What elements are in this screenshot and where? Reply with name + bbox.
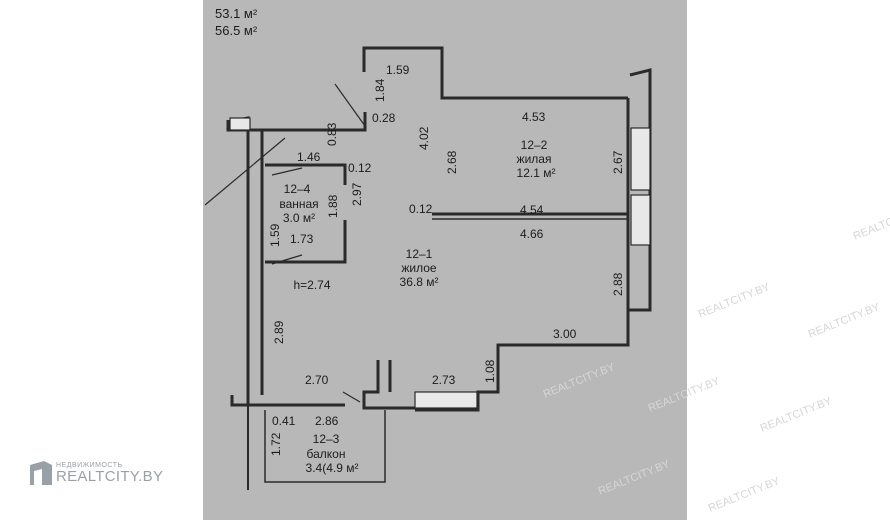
room-12-3-number: 12–3 [313,432,340,446]
wall-bottom-left [230,395,345,407]
room-12-1-number: 12–1 [406,247,433,261]
window-bottom [414,391,478,409]
dim-0-28: 0.28 [372,111,396,125]
room-12-4-type: ванная [279,197,318,211]
dim-4-02: 4.02 [417,126,431,150]
dim-0-12-a: 0.12 [348,161,372,175]
dim-1-59-top: 1.59 [386,63,410,77]
room-12-1-type: жилое [401,261,437,275]
watermark-text: REALTCITY.BY [852,203,890,243]
area-total: 56.5 м² [215,23,258,38]
dim-3-00: 3.00 [553,327,577,341]
dim-4-53: 4.53 [522,110,546,124]
window-top-left [229,117,251,131]
wall-balcony [264,410,386,483]
watermark-text: REALTCITY.BY [597,458,673,498]
dim-2-89: 2.89 [272,320,286,344]
door-swing-bath2 [271,254,303,265]
dim-1-84: 1.84 [373,78,387,102]
door-swings [204,83,366,403]
wall-bath-right [265,220,347,264]
dim-2-73: 2.73 [432,373,456,387]
dim-2-88: 2.88 [611,272,625,296]
dim-1-59-side: 1.59 [268,223,282,247]
dim-1-08: 1.08 [483,359,497,383]
room-12-2-type: жилая [517,152,552,166]
wall-top-left [262,112,367,132]
room-12-3-area: 3.4(4.9 м² [306,461,359,475]
logo-brand: REALTCITY.BY [56,468,164,485]
dim-0-83: 0.83 [325,122,339,146]
windows [229,117,651,409]
room-12-3-type: балкон [307,447,346,461]
room-12-1-area: 36.8 м² [400,275,439,289]
dim-1-88: 1.88 [326,194,340,218]
room-12-2-area: 12.1 м² [517,166,556,180]
dim-0-41: 0.41 [272,414,296,428]
door-swing-bath [271,167,303,176]
watermark-text: REALTCITY.BY [647,375,723,415]
dim-1-72: 1.72 [269,432,283,456]
house-logo-icon [30,461,52,485]
logo-tagline: НЕДВИЖИМОСТЬ [56,462,123,469]
dim-2-97: 2.97 [350,182,364,206]
watermarks: REALTCITY.BY REALTCITY.BY REALTCITY.BY R… [542,203,890,515]
area-living: 53.1 м² [215,6,258,21]
wall-left-outer [237,116,250,405]
dim-1-46: 1.46 [297,150,321,164]
logo-text: НЕДВИЖИМОСТЬ REALTCITY.BY [56,462,163,484]
area-summary: 53.1 м² 56.5 м² [215,6,258,38]
wall-left-cap [226,120,262,132]
dim-1-73: 1.73 [290,232,314,246]
window-right-1 [630,127,651,191]
wall-right-step [415,250,652,412]
room-12-4-number: 12–4 [284,182,311,196]
room-12-2-number: 12–2 [521,138,548,152]
dim-0-12-b: 0.12 [409,202,433,216]
room-labels: 12–2 жилая 12.1 м² 12–4 ванная 3.0 м² 12… [279,138,555,475]
watermark-text: REALTCITY.BY [759,395,835,435]
room-12-4-area: 3.0 м² [283,211,315,225]
watermark-text: REALTCITY.BY [707,475,783,515]
wall-top-bump [362,46,628,100]
wall-bath-top [265,163,347,185]
door-swing-entry [334,83,366,127]
watermark-text: REALTCITY.BY [807,301,883,341]
dim-4-66: 4.66 [520,227,544,241]
dim-2-68: 2.68 [445,150,459,174]
window-right-2 [630,194,651,246]
dim-2-70: 2.70 [305,373,329,387]
door-swing-balcony [342,391,361,403]
ceiling-height: h=2.74 [293,278,330,292]
watermark-text: REALTCITY.BY [542,361,618,401]
dim-4-54: 4.54 [520,203,544,217]
dimension-labels: 1.59 1.84 0.28 0.83 4.02 4.53 2.68 2.67 … [268,63,625,456]
door-swing-left [204,137,286,206]
dim-2-67: 2.67 [611,150,625,174]
realtcity-logo: НЕДВИЖИМОСТЬ REALTCITY.BY [30,461,163,485]
dim-2-86: 2.86 [315,414,339,428]
watermark-text: REALTCITY.BY [697,281,773,321]
wall-bottom-stub [362,360,415,410]
